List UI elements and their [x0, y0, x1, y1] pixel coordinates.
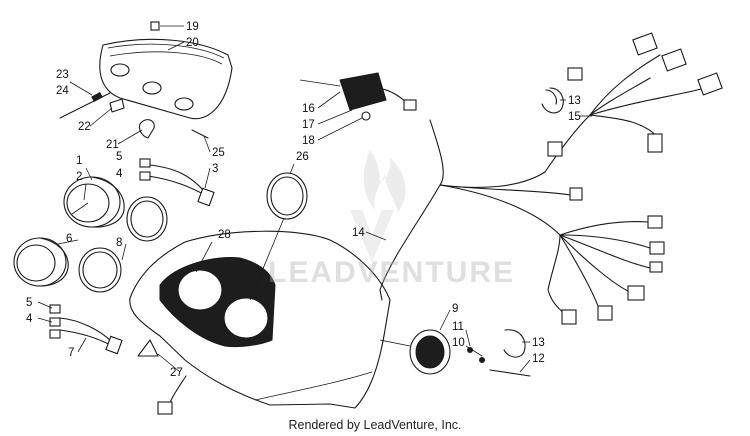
- callout-27: 27: [170, 367, 183, 379]
- retaining-ring-upper: [541, 87, 564, 114]
- render-credit: Rendered by LeadVenture, Inc.: [288, 418, 462, 432]
- callout-10: 10: [452, 337, 465, 349]
- gauge-wiring-lower: [49, 304, 123, 355]
- callout-2: 2: [76, 171, 82, 183]
- callout-11: 11: [452, 321, 464, 333]
- callout-13-upper: 13: [568, 95, 581, 107]
- headlight-assembly: [59, 21, 233, 139]
- callout-19: 19: [186, 21, 199, 33]
- gauge-ring-26: [266, 172, 308, 220]
- callout-5-lower: 5: [26, 297, 32, 309]
- callout-18: 18: [302, 135, 315, 147]
- callout-17: 17: [302, 119, 315, 131]
- callout-28: 28: [218, 229, 231, 241]
- dash-housing: [129, 230, 391, 415]
- callout-22: 22: [78, 121, 91, 133]
- callout-labels: 19 20 23 24 22 21 25 3 1 2 5 4 6 8 5 4 7…: [26, 21, 581, 379]
- callout-24: 24: [56, 85, 69, 97]
- callout-21: 21: [106, 139, 119, 151]
- callout-16: 16: [302, 103, 315, 115]
- voltage-regulator: [299, 72, 417, 121]
- callout-9: 9: [452, 303, 458, 315]
- callout-14: 14: [352, 227, 365, 239]
- tachometer-gauge: [13, 237, 69, 287]
- bulb-clip-part-19: [150, 21, 160, 31]
- gauge-ring-lower: [126, 196, 168, 242]
- callout-26: 26: [296, 151, 309, 163]
- watermark-text: LEADVENTURE: [268, 256, 516, 289]
- gauge-wiring-upper: [139, 158, 215, 207]
- callout-4-upper: 4: [116, 168, 123, 180]
- watermark-flame-logo: [350, 150, 406, 262]
- lower-gauge-assembly: [379, 329, 531, 377]
- callout-12: 12: [532, 353, 545, 365]
- leader-lines: [37, 25, 592, 373]
- callout-15: 15: [568, 111, 581, 123]
- callout-4-lower: 4: [26, 313, 33, 325]
- callout-23: 23: [56, 69, 69, 81]
- callout-7: 7: [68, 347, 74, 359]
- callout-25: 25: [212, 147, 225, 159]
- callout-13-lower: 13: [532, 337, 545, 349]
- callout-1: 1: [76, 155, 82, 167]
- main-wiring-harness: [379, 32, 723, 325]
- speedometer-gauge: [63, 176, 125, 228]
- callout-6: 6: [66, 233, 72, 245]
- gauge-ring-middle: [78, 247, 122, 293]
- callout-5-upper: 5: [116, 151, 122, 163]
- callout-20: 20: [186, 37, 199, 49]
- callout-8: 8: [116, 237, 122, 249]
- callout-3: 3: [212, 163, 218, 175]
